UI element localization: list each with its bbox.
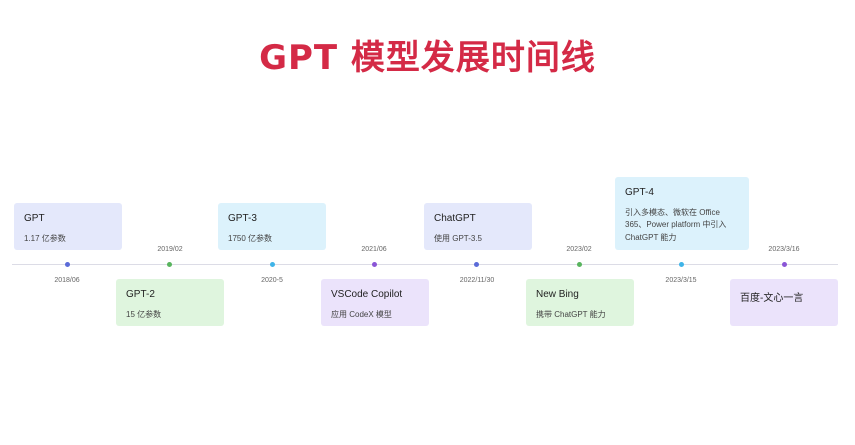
event-card-gpt-3: GPT-3 1750 亿参数 xyxy=(218,203,326,250)
event-card-gpt: GPT 1.17 亿参数 xyxy=(14,203,122,250)
event-date: 2019/02 xyxy=(157,246,183,253)
timeline-dot xyxy=(167,262,172,267)
event-title: GPT-3 xyxy=(228,213,257,224)
event-description: 使用 GPT-3.5 xyxy=(434,234,483,243)
event-title: GPT-4 xyxy=(625,187,654,198)
event-card-gpt-4: GPT-4 引入多模态、微软在 Office 365、Power platfor… xyxy=(615,177,749,250)
event-title: ChatGPT xyxy=(434,213,476,224)
event-title: GPT xyxy=(24,213,45,224)
event-title: New Bing xyxy=(536,289,579,300)
event-date: 2018/06 xyxy=(54,277,80,284)
event-title: 百度-文心一言 xyxy=(740,293,804,304)
event-title: VSCode Copilot xyxy=(331,289,403,300)
event-description: 应用 CodeX 模型 xyxy=(331,310,392,319)
event-date: 2020-5 xyxy=(261,277,283,284)
event-date: 2021/06 xyxy=(361,246,387,253)
page-title: GPT 模型发展时间线 xyxy=(259,38,596,78)
event-description: 携带 ChatGPT 能力 xyxy=(536,310,606,319)
timeline-dot xyxy=(65,262,70,267)
timeline-dot xyxy=(577,262,582,267)
event-description: 1750 亿参数 xyxy=(228,234,273,243)
timeline-dot xyxy=(474,262,479,267)
event-card-gpt-2: GPT-2 15 亿参数 xyxy=(116,279,224,326)
event-title: GPT-2 xyxy=(126,289,155,300)
timeline-dot xyxy=(270,262,275,267)
event-description: 引入多模态、微软在 Office 365、Power platform 中引入 … xyxy=(625,208,727,242)
timeline-dot xyxy=(372,262,377,267)
event-card-vscode-copilot: VSCode Copilot 应用 CodeX 模型 xyxy=(321,279,429,326)
event-description: 1.17 亿参数 xyxy=(24,234,66,243)
timeline-dot xyxy=(679,262,684,267)
timeline-dot xyxy=(782,262,787,267)
event-date: 2022/11/30 xyxy=(459,277,495,284)
event-date: 2023/02 xyxy=(566,246,592,253)
event-card-wenxin-yiyan: 百度-文心一言 xyxy=(730,279,838,326)
event-description: 15 亿参数 xyxy=(126,310,162,319)
event-date: 2023/3/16 xyxy=(768,246,800,253)
event-card-chatgpt: ChatGPT 使用 GPT-3.5 xyxy=(424,203,532,250)
timeline-axis xyxy=(12,264,838,265)
event-date: 2023/3/15 xyxy=(665,277,697,284)
event-card-new-bing: New Bing 携带 ChatGPT 能力 xyxy=(526,279,634,326)
